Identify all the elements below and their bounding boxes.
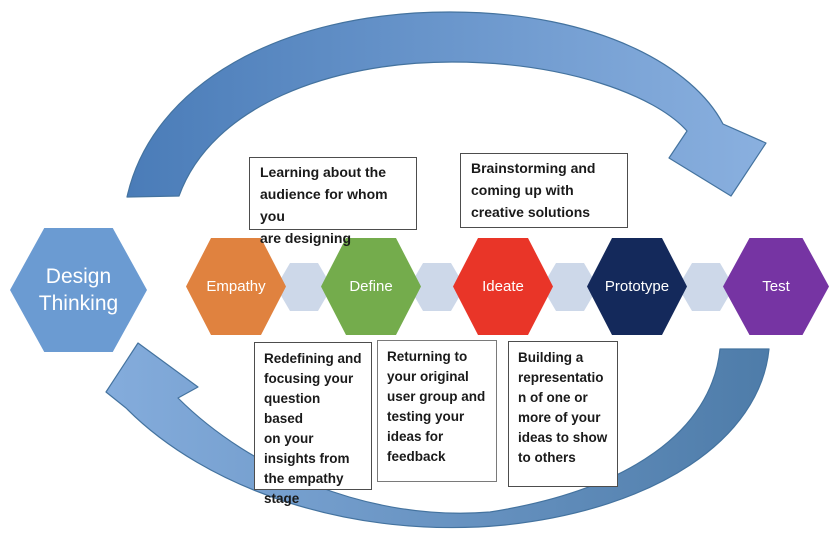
cycle-arrow-top-icon	[126, 11, 767, 198]
stage-hexagon-prototype: Prototype	[587, 238, 687, 335]
stage-label: Define	[349, 278, 393, 295]
stage-label: Test	[762, 278, 790, 295]
stage-hexagon-test: Test	[723, 238, 829, 335]
stage-label: Empathy	[206, 278, 266, 295]
stage-label: Ideate	[482, 278, 524, 295]
stage-label: Prototype	[604, 278, 670, 295]
